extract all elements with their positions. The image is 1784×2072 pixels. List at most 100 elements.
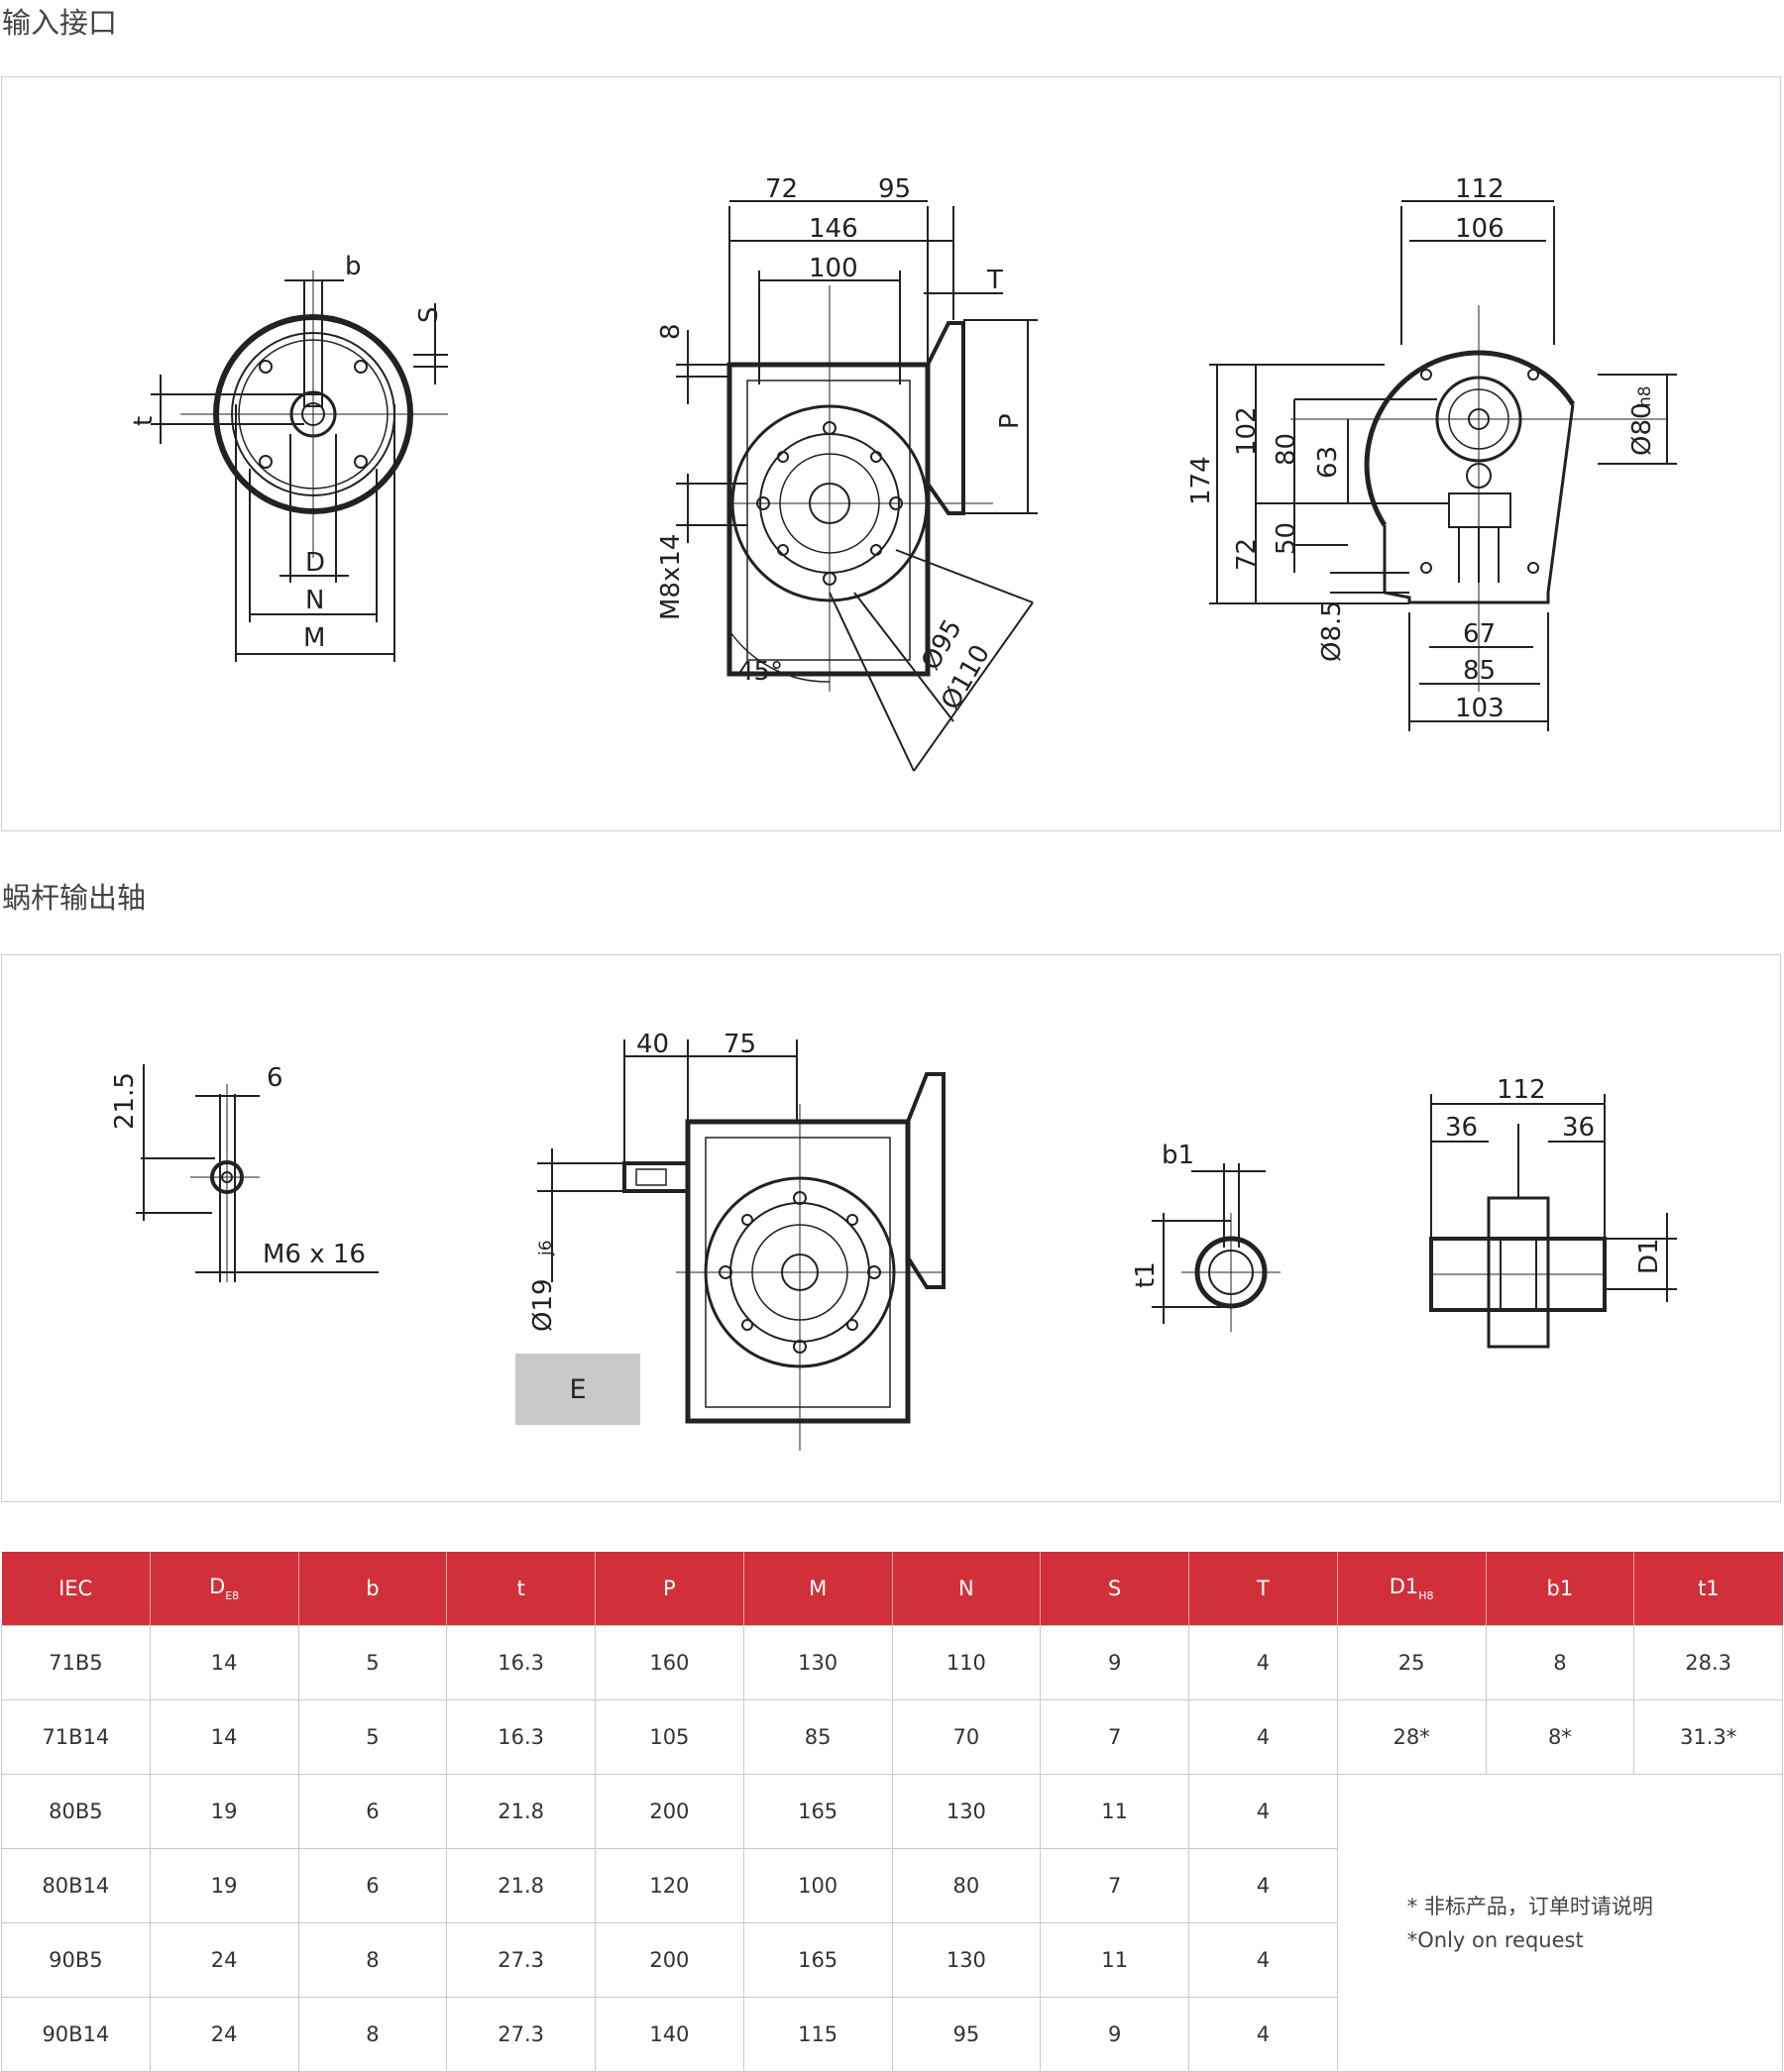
table-cell: 110 (891, 1625, 1042, 1700)
column-header-subscript: E8 (225, 1589, 240, 1602)
dim-t: t (129, 416, 159, 426)
dim-21-5: 21.5 (110, 1072, 140, 1130)
variant-e-label: E (515, 1354, 640, 1425)
table-cell: 71B5 (1, 1625, 151, 1700)
table-cell: 25 (1336, 1625, 1487, 1700)
table-cell: 21.8 (446, 1848, 596, 1923)
column-header-label: t (516, 1577, 525, 1600)
column-header-label: D (209, 1575, 226, 1598)
dim-112-shaft: 112 (1497, 1075, 1546, 1105)
table-cell: 14 (149, 1699, 299, 1775)
column-header-label: t1 (1698, 1577, 1720, 1600)
dim-174: 174 (1186, 456, 1216, 505)
table-cell: 8 (1485, 1625, 1635, 1700)
dim-t-flange: T (986, 266, 1003, 295)
column-header-label: b1 (1546, 1577, 1574, 1600)
column-header: IEC (1, 1552, 151, 1626)
column-header: b (298, 1552, 448, 1626)
dim-m8x14: M8x14 (656, 534, 686, 620)
table-cell: 105 (595, 1699, 744, 1775)
dim-s: S (414, 306, 444, 323)
table-cell: 80 (891, 1848, 1042, 1923)
table-cell: 8* (1485, 1699, 1635, 1775)
dim-dia8-5: Ø8.5 (1317, 600, 1347, 662)
column-header-label: P (663, 1577, 676, 1600)
input-interface-drawing-panel: b S t D N M (1, 76, 1781, 831)
dim-m6x16: M6 x 16 (263, 1240, 366, 1269)
dim-80: 80 (1272, 433, 1301, 466)
column-header: T (1188, 1552, 1338, 1626)
column-header-label: T (1256, 1577, 1270, 1600)
dim-d1: D1 (1634, 1238, 1664, 1274)
worm-output-shaft-title: 蜗杆输出轴 (2, 881, 147, 915)
column-header: S (1040, 1552, 1189, 1626)
table-cell: 5 (297, 1625, 448, 1700)
table-cell: 130 (891, 1922, 1042, 1998)
column-header-label: b (366, 1577, 380, 1600)
table-cell: 16.3 (446, 1625, 596, 1700)
table-cell: 6 (297, 1848, 448, 1923)
dim-40: 40 (636, 1030, 669, 1059)
table-cell: 21.8 (446, 1774, 596, 1849)
table-cell: 27.3 (446, 1997, 596, 2072)
table-cell: 115 (742, 1997, 893, 2072)
dim-100: 100 (809, 254, 858, 283)
table-cell: 90B5 (1, 1922, 151, 1998)
table-cell: 9 (1040, 1625, 1189, 1700)
dim-dia80: Ø80 (1627, 402, 1657, 456)
gearbox-shaft-view (537, 1039, 946, 1451)
table-cell: 140 (595, 1997, 744, 2072)
table-cell: 8 (297, 1997, 448, 2072)
column-header: N (892, 1552, 1042, 1626)
table-cell: 11 (1040, 1922, 1189, 1998)
table-cell: 28* (1336, 1699, 1487, 1775)
table-cell: 200 (595, 1922, 744, 1998)
table-cell: 24 (149, 1922, 299, 1998)
worm-output-shaft-drawing-panel: 21.5 6 M6 x 16 40 75 Ø19 (1, 954, 1781, 1502)
table-cell: 11 (1040, 1774, 1189, 1849)
table-cell: 19 (149, 1774, 299, 1849)
table-cell: 100 (742, 1848, 893, 1923)
table-cell: 27.3 (446, 1922, 596, 1998)
shaft-end-view (136, 1064, 379, 1282)
column-header: t1 (1633, 1552, 1783, 1626)
table-cell: 90B14 (1, 1997, 151, 2072)
non-standard-note: * 非标产品，订单时请说明 *Only on request (1336, 1774, 1784, 2072)
input-interface-title: 输入接口 (2, 6, 118, 40)
dim-j6: j6 (536, 1240, 556, 1256)
note-chinese: * 非标产品，订单时请说明 (1406, 1894, 1653, 1918)
table-cell: 5 (297, 1699, 448, 1775)
table-cell: 71B14 (1, 1699, 151, 1775)
dim-85: 85 (1463, 656, 1496, 686)
table-cell: 200 (595, 1774, 744, 1849)
table-cell: 80B5 (1, 1774, 151, 1849)
column-header: t (446, 1552, 596, 1626)
worm-output-shaft-drawing: 21.5 6 M6 x 16 40 75 Ø19 (110, 1030, 1677, 1451)
dim-6: 6 (267, 1063, 283, 1093)
dim-67: 67 (1463, 619, 1496, 649)
dim-63: 63 (1313, 446, 1343, 479)
column-header-label: M (809, 1577, 828, 1600)
column-header-label: IEC (58, 1577, 93, 1600)
table-cell: 19 (149, 1848, 299, 1923)
table-cell: 16.3 (446, 1699, 596, 1775)
table-cell: 120 (595, 1848, 744, 1923)
table-cell: 4 (1188, 1922, 1338, 1998)
column-header-label: S (1107, 1577, 1122, 1600)
dim-72-right: 72 (1232, 538, 1262, 571)
dim-d: D (305, 548, 325, 578)
note-english: *Only on request (1406, 1927, 1584, 1952)
table-cell: 165 (742, 1922, 893, 1998)
hollow-shaft-view (1152, 1094, 1677, 1349)
dim-106: 106 (1455, 214, 1505, 244)
dim-p: P (995, 413, 1025, 429)
table-cell: 8 (297, 1922, 448, 1998)
